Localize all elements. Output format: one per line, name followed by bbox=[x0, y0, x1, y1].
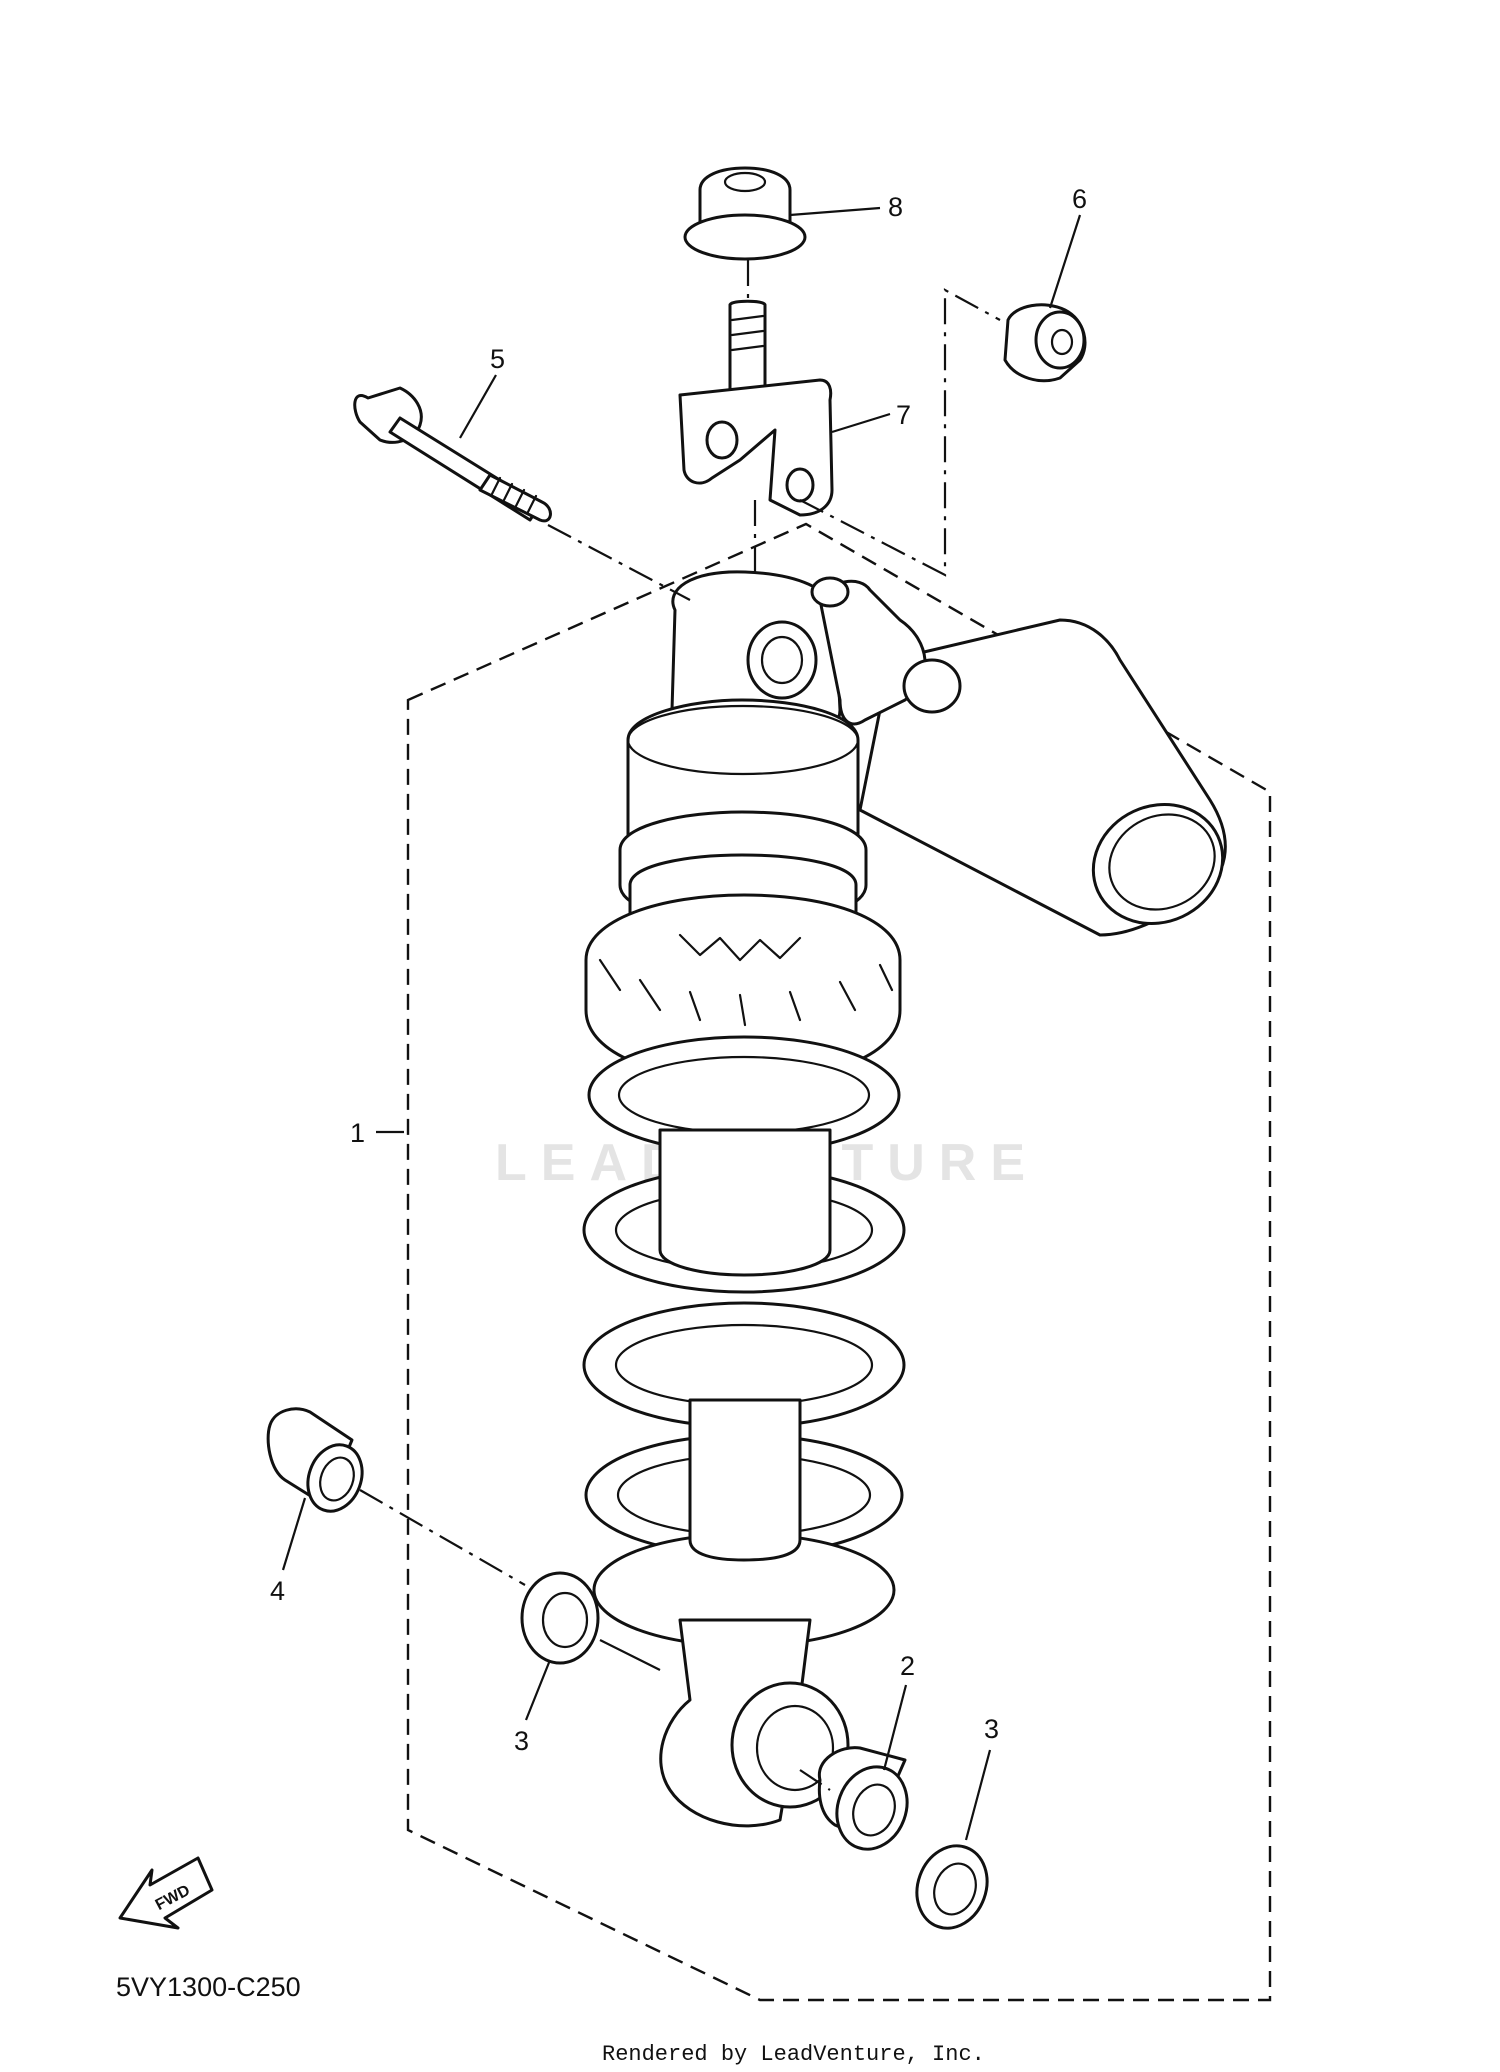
top-mount-eye-bore bbox=[760, 635, 804, 685]
washer-3-left-axis-line bbox=[599, 1639, 661, 1671]
callout-7-label: 7 bbox=[896, 400, 911, 430]
nut-part-6[interactable] bbox=[1003, 303, 1087, 383]
damper-body bbox=[658, 1128, 832, 1277]
callout-8-label: 8 bbox=[888, 192, 903, 222]
callout-2-label: 2 bbox=[900, 1651, 915, 1681]
assembly-outline bbox=[406, 522, 1272, 2002]
callout-6-leader bbox=[1048, 214, 1082, 309]
collar-2-bore bbox=[852, 1783, 896, 1837]
bolt-axis-line bbox=[547, 524, 691, 601]
nut-6-bore bbox=[1050, 328, 1074, 356]
bracket-part-7[interactable] bbox=[678, 299, 834, 517]
nut-8-bore bbox=[723, 171, 767, 193]
fwd-arrow: FWD bbox=[118, 1856, 214, 1930]
callout-5-label: 5 bbox=[490, 344, 505, 374]
callout-6-label: 6 bbox=[1072, 184, 1087, 214]
washer-part-3-left[interactable] bbox=[520, 1571, 600, 1665]
collar-2-face bbox=[835, 1765, 909, 1851]
washer-3-right-inner bbox=[933, 1862, 977, 1916]
bolt-part-5[interactable] bbox=[353, 386, 552, 523]
washer-part-3-right[interactable] bbox=[906, 1836, 999, 1938]
reservoir-cap-inner bbox=[1108, 813, 1216, 911]
callout-2-leader bbox=[882, 1684, 908, 1771]
callout-1-label: 1 bbox=[350, 1118, 365, 1148]
callout-8-leader bbox=[789, 206, 881, 217]
bracket-hole-left bbox=[705, 420, 739, 460]
bushing-part-4[interactable] bbox=[266, 1407, 371, 1519]
callout-3b-label: 3 bbox=[984, 1714, 999, 1744]
bolt-thread bbox=[478, 473, 552, 523]
washer-3-left-inner bbox=[541, 1591, 589, 1649]
fwd-arrow-shape bbox=[118, 1856, 214, 1930]
nut-part-8[interactable] bbox=[683, 166, 807, 261]
adjuster-nut-zigzag bbox=[678, 933, 802, 962]
shock-absorber[interactable] bbox=[582, 570, 1242, 1828]
reservoir-cap bbox=[1091, 802, 1225, 926]
collar-2-axis-line bbox=[799, 1769, 831, 1791]
part-code: 5VY1300-C250 bbox=[116, 1972, 301, 2002]
adjuster-knob bbox=[902, 658, 962, 714]
callout-5-leader bbox=[459, 374, 497, 439]
adjuster-nut-teeth bbox=[598, 958, 894, 1027]
lower-clevis-bore bbox=[755, 1704, 835, 1792]
callout-7-leader bbox=[831, 412, 891, 434]
top-adjuster bbox=[810, 576, 850, 608]
bracket-hole-right bbox=[785, 467, 815, 503]
top-mount-eye bbox=[746, 620, 818, 700]
nut-6-face bbox=[1034, 310, 1086, 370]
nut-8-flange bbox=[683, 213, 807, 261]
bushing-4-bore bbox=[319, 1456, 355, 1502]
callout-3b-leader bbox=[964, 1749, 992, 1841]
credit-line: Rendered by LeadVenture, Inc. bbox=[602, 2042, 985, 2067]
callout-3a-leader bbox=[524, 1659, 552, 1721]
callout-3a-label: 3 bbox=[514, 1726, 529, 1756]
callout-4-leader bbox=[281, 1497, 307, 1571]
upper-body-rim bbox=[626, 704, 860, 776]
nut-6-axis-line bbox=[799, 288, 1001, 577]
damper-rod-cover bbox=[688, 1398, 802, 1562]
callout-4-label: 4 bbox=[270, 1576, 285, 1606]
bushing-4-axis-line bbox=[359, 1489, 526, 1586]
washer-3-right-outer bbox=[915, 1844, 989, 1930]
collar-part-2[interactable] bbox=[817, 1746, 918, 1859]
